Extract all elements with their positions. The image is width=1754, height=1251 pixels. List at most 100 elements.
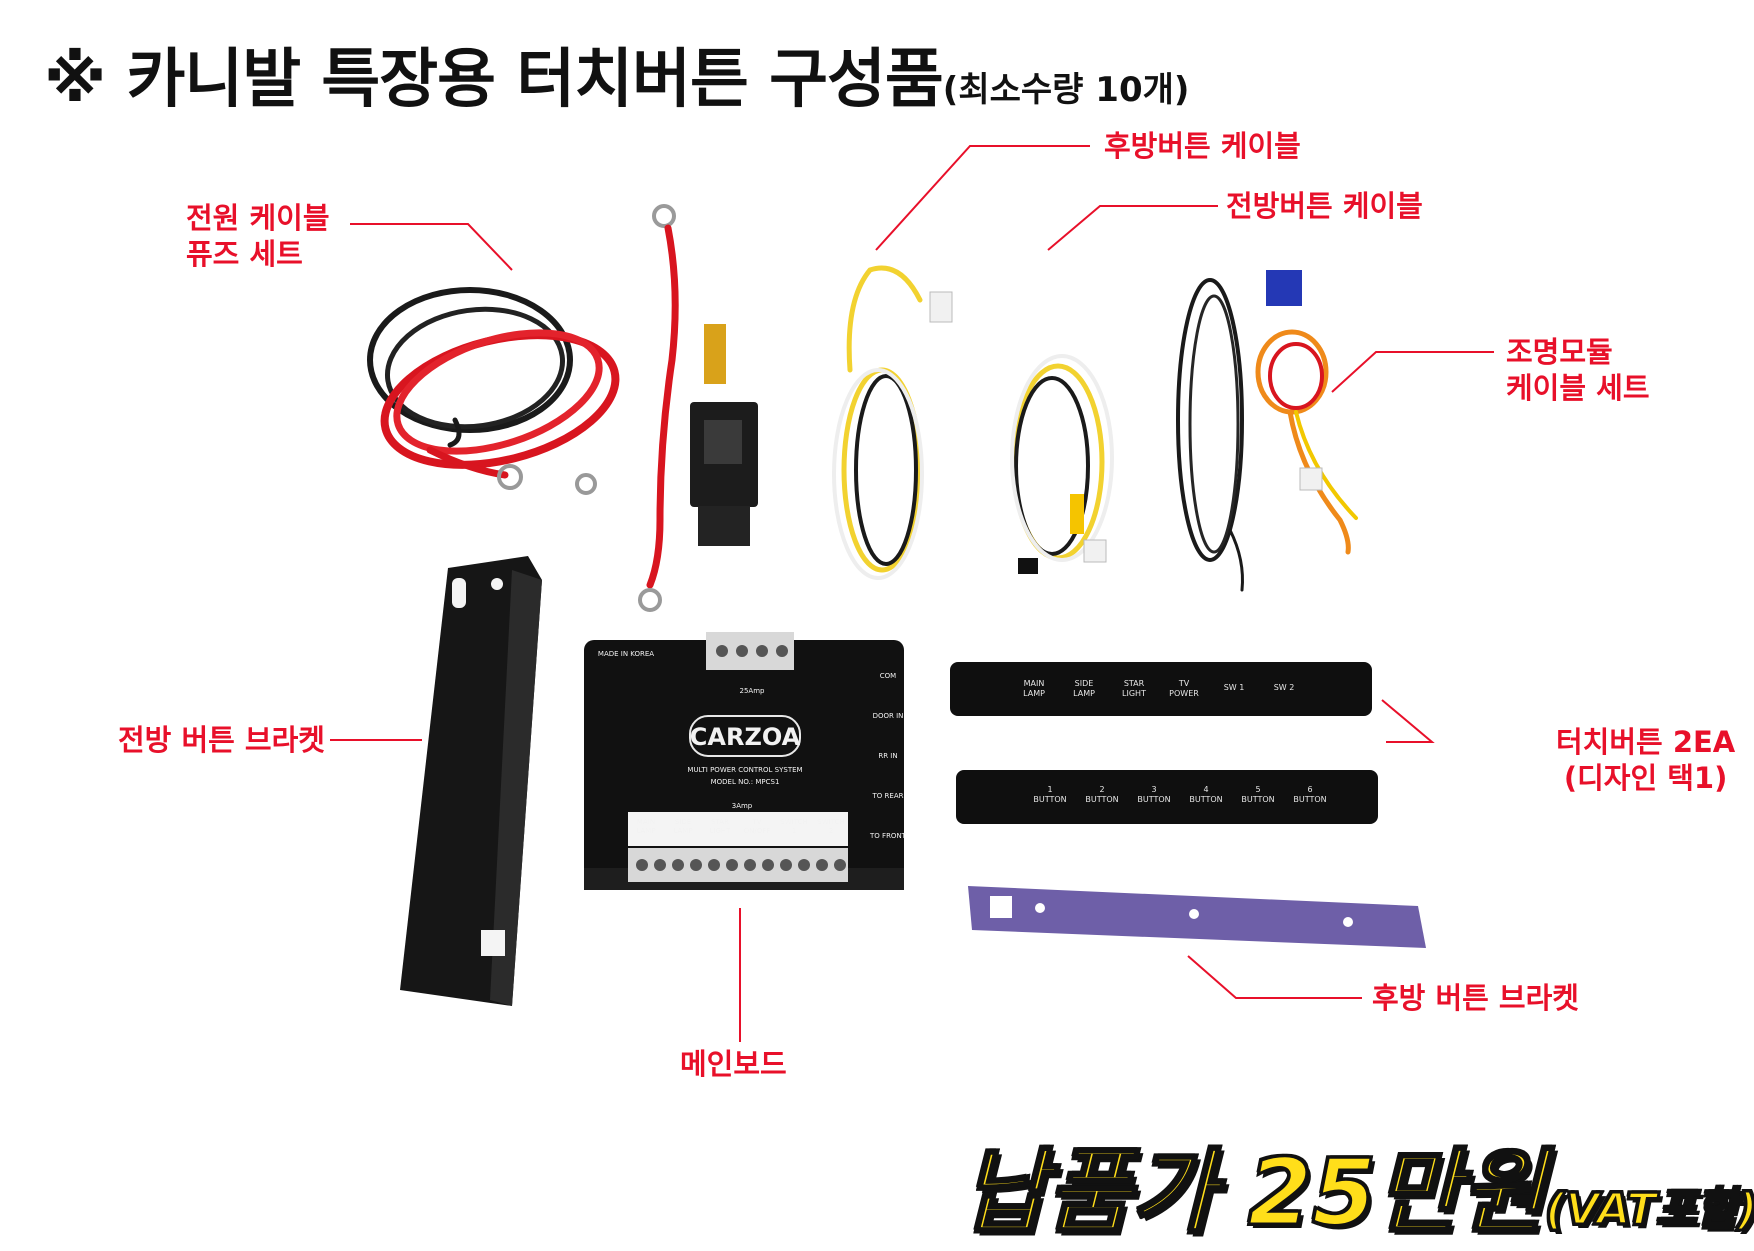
bracket-slot-top: [452, 578, 466, 608]
terminal-label-strip: [628, 812, 848, 846]
terminal-label: SIDE: [675, 818, 691, 826]
top-screw: [716, 645, 728, 657]
rear-bracket-hole: [1035, 903, 1045, 913]
top-screw: [756, 645, 768, 657]
board-brand: CARZOA: [690, 723, 801, 751]
front-button-bracket: [400, 556, 542, 1006]
touch-bar-2-label: 4: [1203, 785, 1208, 794]
leader-rear-cable: [875, 145, 1090, 251]
touch-bar-1-label: SIDE: [1075, 679, 1094, 688]
touch-bar-2-label: 3: [1151, 785, 1156, 794]
bottom-screw: [636, 859, 648, 871]
touch-bar-1-label: STAR: [1124, 679, 1145, 688]
side-port-label: RR IN: [878, 752, 897, 760]
black-cable-tail: [447, 417, 462, 448]
front-connector-white: [1083, 539, 1107, 563]
bottom-screw: [834, 859, 846, 871]
front-coil-loop-3: [1010, 354, 1114, 562]
main-board: CARZOA MULTI POWER CONTROL SYSTEM MODEL …: [584, 632, 907, 890]
bottom-screw: [744, 859, 756, 871]
ring-terminal-1: [497, 464, 523, 490]
terminal-label: STAR: [711, 818, 729, 826]
label-rear-bracket: 후방 버튼 브라켓: [1372, 981, 1579, 1015]
touch-bar-2-body: [956, 770, 1378, 824]
bracket-edge: [490, 570, 542, 1006]
light-cable-tail-1: [1287, 409, 1351, 555]
touch-bar-2: 1BUTTON2BUTTON3BUTTON4BUTTON5BUTTON6BUTT…: [956, 770, 1378, 824]
terminal-label: SWITCH: [780, 818, 807, 826]
power-cable-coil: [367, 287, 620, 495]
board-amp-bottom: 3Amp: [732, 802, 753, 810]
touch-bar-1-label: LIGHT: [1122, 689, 1146, 698]
touch-bar-1-label: SW 1: [1224, 683, 1245, 692]
terminal-labels: MAINLAMPSIDELAMPSTARLIGHTTVON/OFFSWITCH1…: [636, 818, 844, 835]
light-connector: [1299, 467, 1323, 491]
top-screw: [736, 645, 748, 657]
side-port-label: TO REAR: [872, 792, 904, 800]
black-wire-coil: [1176, 278, 1244, 592]
rear-bracket-square-hole: [990, 896, 1012, 918]
terminal-label: 1: [792, 827, 796, 835]
ring-terminal-2: [575, 473, 597, 495]
leader-power-cable: [350, 223, 513, 271]
leader-lines: [330, 145, 1494, 1042]
board-model-text: MODEL NO.: MPCS1: [711, 778, 780, 786]
page-title: ※ 카니발 특장용 터치버튼 구성품(최소수량 10개): [44, 28, 1189, 120]
label-touch-line1: 터치버튼 2EA: [1556, 725, 1736, 759]
touch-bar-2-label: 5: [1255, 785, 1260, 794]
fuse-base: [698, 506, 750, 546]
terminal-label: 2: [829, 827, 833, 835]
black-cable-loop-2: [384, 306, 566, 430]
rear-cable-top: [846, 265, 923, 373]
touch-bar-1-label: POWER: [1169, 689, 1199, 698]
board-system-text: MULTI POWER CONTROL SYSTEM: [687, 766, 802, 774]
price-banner: 납품가 25만원(VAT포함): [960, 1118, 1754, 1251]
touch-bar-2-label: 1: [1047, 785, 1052, 794]
touch-bar-1-label: TV: [1178, 679, 1190, 688]
title-main: ※ 카니발 특장용 터치버튼 구성품: [44, 43, 944, 117]
top-screws: [716, 645, 788, 657]
terminal-label: LAMP: [673, 827, 692, 835]
side-port-label: DOOR IN: [873, 712, 904, 720]
terminal-label: SWITCH: [817, 818, 844, 826]
touch-bar-1-label: MAIN: [1024, 679, 1045, 688]
label-touch-button: 터치버튼 2EA (디자인 택1): [1556, 724, 1735, 796]
light-coil-red: [1268, 342, 1324, 410]
red-cable-loop-2: [393, 329, 603, 455]
rear-cable-coil: [832, 265, 953, 580]
fuse-holder: [690, 324, 758, 546]
black-cable-loop-1: [367, 287, 573, 433]
red-cable-single: [646, 224, 679, 589]
lighting-module-cable: [1255, 270, 1358, 555]
label-lighting-line1: 조명모듈: [1506, 335, 1613, 369]
touch-bar-2-label: BUTTON: [1033, 795, 1066, 804]
ring-terminal-bottom: [638, 588, 662, 612]
rear-coil-loop-2: [854, 374, 918, 566]
black-coil-loop-2: [1188, 294, 1240, 554]
leader-lighting: [1331, 351, 1494, 393]
bottom-screw: [672, 859, 684, 871]
board-amp-top: 25Amp: [740, 687, 766, 695]
terminal-label: MAIN: [637, 818, 655, 826]
board-made-in: MADE IN KOREA: [598, 650, 654, 658]
terminal-label: LIGHT: [710, 827, 732, 835]
terminal-label: TV: [751, 818, 761, 826]
rear-connector: [929, 291, 953, 323]
top-screw: [776, 645, 788, 657]
front-connector-black: [1018, 558, 1038, 574]
side-port-label: COM: [880, 672, 896, 680]
bottom-screw: [654, 859, 666, 871]
front-label-tag: [1070, 494, 1084, 534]
label-power-cable-line1: 전원 케이블: [186, 201, 330, 235]
fuse-blade: [704, 324, 726, 384]
bracket-square-hole: [481, 930, 505, 956]
bracket-hole: [491, 578, 503, 590]
touch-bar-1-label: SW 2: [1274, 683, 1295, 692]
blue-module: [1266, 270, 1302, 306]
touch-bar-1-body: [950, 662, 1372, 716]
terminal-label: ON/OFF: [744, 827, 771, 835]
rear-bracket-hole: [1343, 917, 1353, 927]
bottom-screw: [816, 859, 828, 871]
